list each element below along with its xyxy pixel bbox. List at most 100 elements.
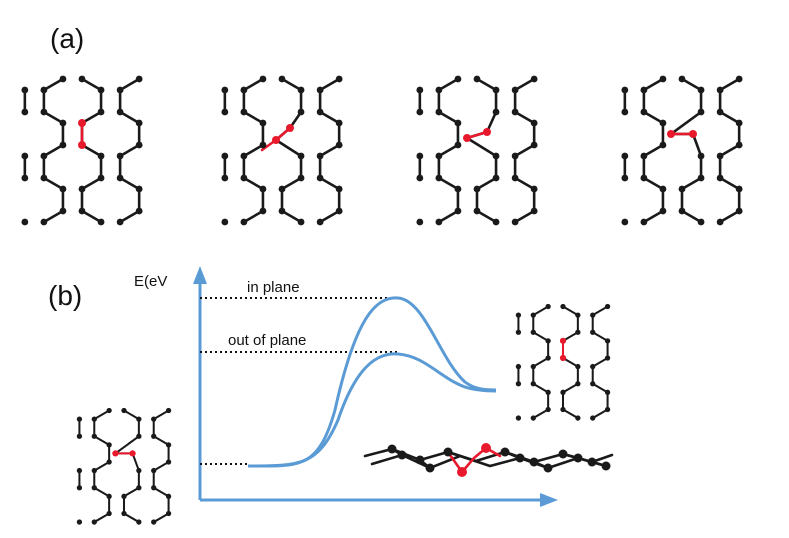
lattice-atom: [97, 108, 105, 116]
lattice-atom: [621, 152, 629, 160]
lattice-atom: [59, 75, 67, 83]
lattice-bond: [669, 110, 703, 136]
lattice-atom: [473, 75, 481, 83]
lattice-atom: [76, 433, 83, 439]
lattice-atom: [511, 108, 519, 116]
lattice-atom: [435, 108, 443, 116]
lattice-atom: [545, 355, 551, 361]
lattice-bond: [118, 110, 141, 125]
lattice-atom: [530, 363, 536, 370]
lattice-atom: [259, 185, 267, 193]
lattice-atom: [492, 152, 500, 160]
lattice-bond: [642, 110, 665, 125]
lattice-atom: [697, 108, 705, 116]
lattice-atom: [454, 75, 462, 83]
lattice-atom: [91, 433, 97, 439]
lattice-bond: [513, 209, 536, 224]
lattice-atom: [735, 75, 743, 83]
lattice-atom: [240, 174, 248, 182]
lattice-atom: [259, 141, 267, 149]
lattice-atom: [492, 218, 500, 226]
lattice-atom: [297, 174, 305, 182]
lattice-atom: [335, 207, 343, 215]
lattice-atom: [590, 329, 596, 335]
lattice-a3: [416, 75, 538, 226]
lattice-bond: [93, 486, 111, 498]
lattice-bond: [93, 460, 111, 472]
lattice-bond: [318, 176, 341, 191]
lattice-bond: [122, 512, 140, 524]
lattice-atom: [91, 485, 97, 491]
defect-atom: [463, 134, 471, 142]
lattice-bond: [437, 110, 460, 125]
lattice-atom: [91, 519, 97, 525]
defect-atom: [129, 450, 136, 457]
lattice-atom: [621, 218, 629, 226]
y-axis-arrow: [193, 266, 207, 284]
lattice-bond: [152, 460, 170, 472]
lattice-atom: [136, 416, 142, 422]
lattice-atom: [136, 467, 142, 474]
lattice-atom: [316, 218, 324, 226]
lattice-atom: [136, 519, 142, 525]
lattice-b-final: [515, 303, 611, 421]
lattice-atom: [659, 141, 667, 149]
lattice-atom: [621, 174, 629, 182]
energy-level-guides: [200, 297, 398, 465]
lattice-atom: [21, 86, 29, 94]
lattice-atom: [59, 185, 67, 193]
lattice-atom: [97, 174, 105, 182]
lattice-bond: [642, 77, 665, 92]
lattice-bond: [114, 435, 140, 455]
lattice-bond: [318, 77, 341, 92]
lattice-atom: [416, 108, 424, 116]
lattice-atom: [116, 86, 124, 94]
lattice-bond: [718, 209, 741, 224]
lattice-atom: [545, 303, 551, 310]
lattice-atom: [40, 86, 48, 94]
lattice-bond: [274, 138, 303, 158]
lattice-bond: [152, 435, 170, 446]
lattice-atom: [697, 86, 705, 94]
lattice-atom: [59, 207, 67, 215]
lattice-atom: [165, 510, 172, 517]
defect-atom: [78, 119, 86, 127]
lattice-bond: [80, 176, 103, 191]
lattice-atom: [78, 75, 86, 83]
lattice-atom: [297, 152, 305, 160]
lattice-atom: [297, 218, 305, 226]
lattice-bond: [42, 143, 65, 158]
lattice-atom: [716, 152, 724, 160]
defect-atom: [689, 130, 697, 138]
lattice-bond: [42, 110, 65, 125]
lattice-bond: [532, 408, 550, 420]
lattice-atom: [165, 442, 172, 448]
defect-atom: [272, 136, 280, 144]
defect-atom: [667, 130, 675, 138]
lattice-bond: [42, 176, 65, 191]
lattice-a1: [21, 75, 143, 226]
lattice-atom: [97, 86, 105, 94]
lattice-atom: [454, 119, 462, 127]
lattice-atom: [621, 86, 629, 94]
lattice-bond: [591, 408, 609, 420]
lattice-bond: [118, 209, 141, 224]
lattice-atom: [135, 119, 143, 127]
lattice-a3-bonds: [418, 77, 536, 224]
lattice-atom: [659, 119, 667, 127]
lattice-atom: [492, 174, 500, 182]
lattice-atom: [435, 152, 443, 160]
lattice-atom: [659, 207, 667, 215]
lattice-atom: [530, 415, 536, 421]
lattice-bond: [42, 209, 65, 224]
lattice-atom: [165, 407, 172, 414]
lattice-atom: [76, 416, 83, 422]
lattice-atom: [97, 218, 105, 226]
defect-atom: [483, 128, 491, 136]
lattice-a4-atoms: [621, 75, 743, 226]
lattice-atom: [297, 108, 305, 116]
lattice-atom: [316, 86, 324, 94]
lattice-atom: [221, 108, 229, 116]
lattice-atom: [511, 174, 519, 182]
lattice-b-final-atoms: [515, 303, 611, 421]
